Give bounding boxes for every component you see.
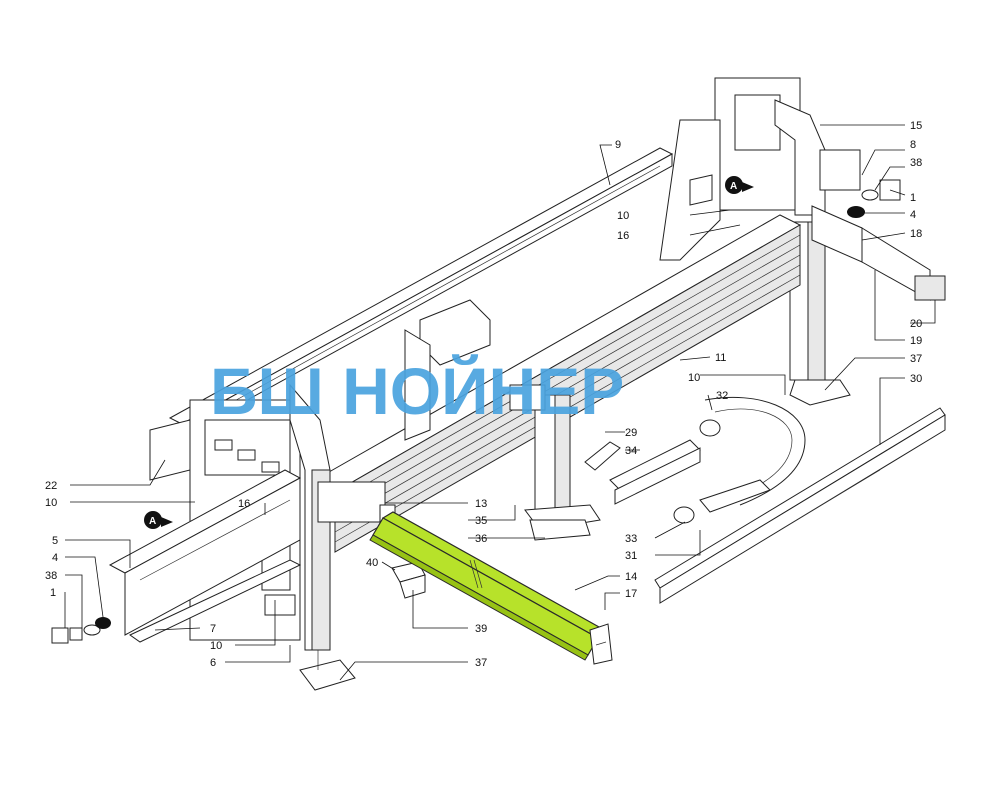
callout-37: 37 <box>475 657 487 669</box>
callout-34: 34 <box>625 445 637 457</box>
svg-text:A: A <box>149 516 156 527</box>
right-end-fittings <box>847 179 901 218</box>
right-end-frame <box>659 77 946 406</box>
callout-35: 35 <box>475 515 487 527</box>
highlighted-cover-part-14[interactable] <box>369 511 610 661</box>
watermark: БШ НОЙНЕР <box>210 353 624 428</box>
left-end-fittings <box>51 617 111 644</box>
callout-19: 19 <box>910 335 922 347</box>
callout-36: 36 <box>475 533 487 545</box>
callout-16: 16 <box>238 498 250 510</box>
callout-8: 8 <box>910 139 916 151</box>
callout-7: 7 <box>210 623 216 635</box>
leader-lines <box>64 124 936 681</box>
callout-15: 15 <box>910 120 922 132</box>
callout-29: 29 <box>625 427 637 439</box>
view-marker-top: A <box>725 176 754 194</box>
svg-text:БШ НОЙНЕР: БШ НОЙНЕР <box>210 353 624 428</box>
callout-1: 1 <box>50 587 56 599</box>
callout-40: 40 <box>366 557 378 569</box>
callout-17: 17 <box>625 588 637 600</box>
callout-1: 1 <box>910 192 916 204</box>
callout-13: 13 <box>475 498 487 510</box>
back-rail-part-9 <box>168 147 674 437</box>
callout-10: 10 <box>45 497 57 509</box>
callout-5: 5 <box>52 535 58 547</box>
beam-end-bracket <box>317 481 591 541</box>
callout-18: 18 <box>910 228 922 240</box>
callout-37: 37 <box>910 353 922 365</box>
callout-10: 10 <box>617 210 629 222</box>
view-marker-left: A <box>144 511 173 529</box>
svg-text:A: A <box>730 181 737 192</box>
end-cap-part-17 <box>589 623 613 665</box>
callout-10: 10 <box>688 372 700 384</box>
callout-38: 38 <box>910 157 922 169</box>
callout-22: 22 <box>45 480 57 492</box>
callout-6: 6 <box>210 657 216 669</box>
middle-support <box>404 299 601 531</box>
callout-30: 30 <box>910 373 922 385</box>
callout-9: 9 <box>615 139 621 151</box>
callout-20: 20 <box>910 318 922 330</box>
callout-11: 11 <box>715 352 726 364</box>
callout-14: 14 <box>625 571 637 583</box>
left-end-frame <box>108 383 356 691</box>
callout-38: 38 <box>45 570 57 582</box>
callouts: 15 8 38 1 4 18 20 19 37 30 9 10 16 11 10… <box>45 120 922 669</box>
bracket-part-39 <box>391 561 426 599</box>
callout-16: 16 <box>617 230 629 242</box>
main-beam-part-11 <box>314 214 802 553</box>
callout-39: 39 <box>475 623 487 635</box>
callout-4: 4 <box>910 209 916 221</box>
callout-32: 32 <box>716 390 728 402</box>
callout-10: 10 <box>210 640 222 652</box>
callout-33: 33 <box>625 533 637 545</box>
cable-chain-assembly <box>584 396 946 604</box>
callout-31: 31 <box>625 550 637 562</box>
callout-4: 4 <box>52 552 58 564</box>
